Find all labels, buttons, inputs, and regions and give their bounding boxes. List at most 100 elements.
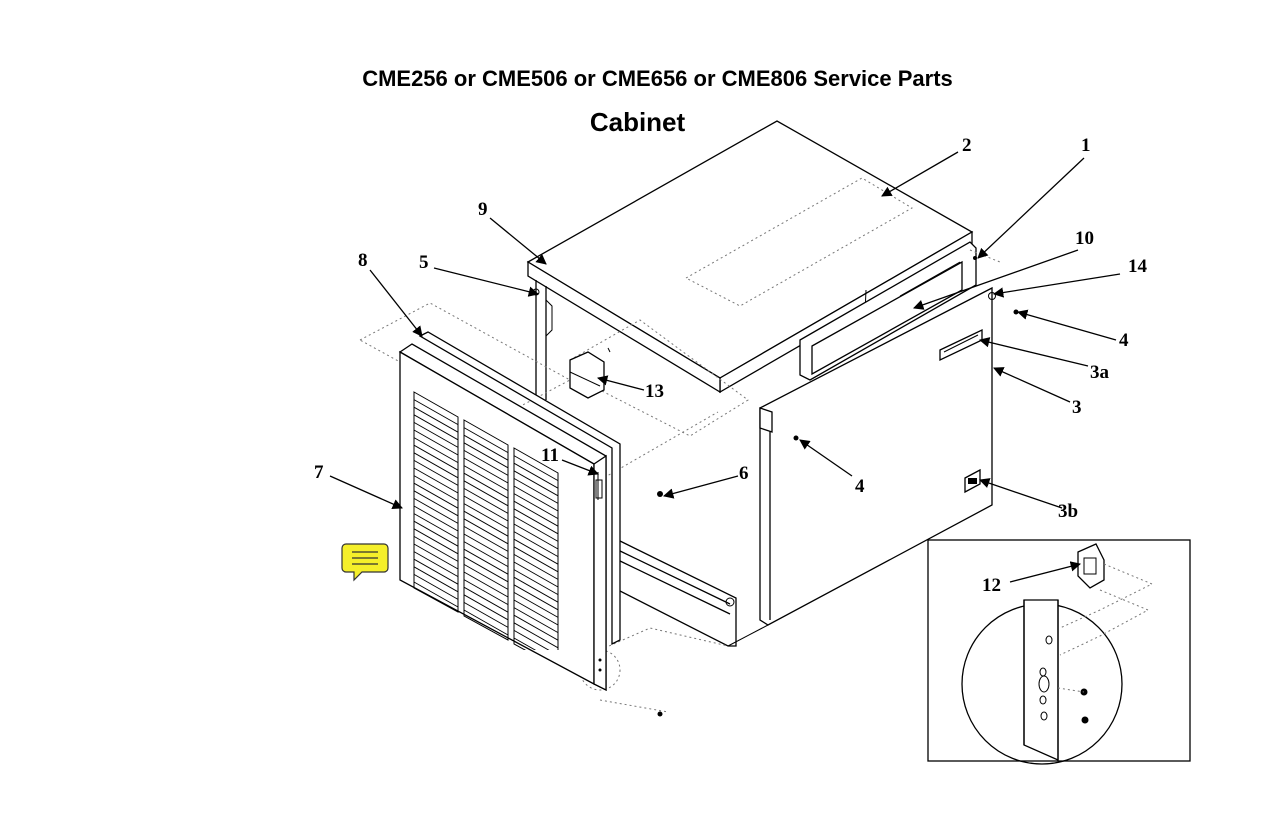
louver-slat: [463, 450, 509, 476]
callout-4-upper: 4: [1119, 330, 1129, 351]
louver-slat: [513, 470, 559, 497]
page-subtitle: Cabinet: [589, 107, 686, 137]
louver-slat: [413, 498, 459, 524]
louver-slat: [413, 528, 459, 555]
louver-slat: [513, 569, 559, 595]
louver-slat: [463, 518, 509, 545]
louver-slat: [463, 609, 509, 636]
base-rail: [617, 538, 769, 647]
louver-slat: [413, 467, 459, 494]
callout-12: 12: [982, 575, 1001, 596]
callout-3: 3: [1072, 397, 1082, 418]
louver-slat: [463, 457, 509, 484]
louver-slat: [463, 541, 509, 567]
rear-left-post: [535, 280, 553, 400]
louver-slat: [513, 485, 559, 512]
callout-4-lower: 4: [855, 476, 865, 497]
callout-8: 8: [358, 250, 368, 271]
callout-9: 9: [478, 199, 488, 220]
louver-slat: [413, 543, 459, 570]
louver-slat: [513, 599, 559, 626]
louver-slat: [463, 579, 509, 605]
louver-slat: [413, 520, 459, 547]
louver-slat: [463, 586, 509, 613]
louver-slat: [413, 482, 459, 509]
louver-slat: [463, 556, 509, 583]
callout-5: 5: [419, 252, 429, 273]
louver-slat: [413, 581, 459, 608]
louver-slat: [513, 500, 559, 527]
callout-3a: 3a: [1090, 362, 1110, 383]
louver-slat: [413, 406, 459, 433]
louver-slat: [513, 614, 559, 641]
bracket-13: [569, 347, 611, 399]
louver-slat: [413, 399, 459, 425]
louver-slat: [463, 427, 509, 453]
louver-slat: [513, 462, 559, 489]
louver-slat: [463, 564, 509, 590]
louver-slat: [513, 592, 559, 618]
louver-slat: [413, 460, 459, 486]
callout-11: 11: [541, 445, 559, 466]
louver-slat: [513, 523, 559, 550]
louver-slat: [463, 594, 509, 621]
louver-slat: [463, 472, 509, 499]
callout-10: 10: [1075, 228, 1094, 249]
louver-slat: [463, 533, 509, 560]
louver-slat: [513, 637, 537, 650]
page-title: CME256 or CME506 or CME656 or CME806 Ser…: [362, 66, 953, 91]
inset-detail: [927, 539, 1191, 765]
louver-slat: [413, 475, 459, 501]
rear-frame: [799, 241, 977, 381]
right-side-panel: [759, 286, 993, 626]
louver-slat: [463, 526, 509, 552]
louver-slat: [413, 505, 459, 532]
louver-slat: [413, 513, 459, 539]
louvers: [413, 391, 559, 650]
callout-1: 1: [1081, 135, 1091, 156]
callout-6: 6: [739, 463, 749, 484]
louver-slat: [463, 503, 509, 529]
louver-slat: [513, 584, 559, 611]
louver-slat: [513, 554, 559, 580]
louver-slat: [413, 422, 459, 448]
louver-slat: [463, 465, 509, 491]
top-panel: [526, 120, 974, 394]
louver-slat: [513, 607, 559, 633]
louver-slat: [463, 602, 509, 628]
callout-13: 13: [645, 381, 664, 402]
louver-slat: [463, 510, 509, 537]
comment-note-icon[interactable]: [341, 543, 389, 582]
louver-slat: [463, 434, 509, 461]
louver-slat: [413, 452, 459, 479]
louver-slat: [463, 442, 509, 469]
callout-2: 2: [962, 135, 972, 156]
louver-slat: [463, 480, 509, 507]
louver-slat: [513, 622, 559, 649]
louver-slat: [413, 536, 459, 562]
louver-slat: [463, 495, 509, 522]
louver-slat: [413, 490, 459, 517]
louver-slat: [413, 414, 459, 441]
louver-slat: [413, 551, 459, 577]
louver-slat: [513, 538, 559, 565]
louver-slat: [513, 455, 559, 481]
louver-slat: [513, 493, 559, 519]
louver-slat: [413, 566, 459, 593]
louver-slat: [463, 548, 509, 575]
callout-labels: 1 2 3 3a 3b 4 4 5 6 7 8 9 10 11 12 13 14: [314, 135, 1148, 596]
louver-slat: [513, 630, 550, 650]
louver-slat: [513, 531, 559, 557]
louver-slat: [513, 576, 559, 603]
louver-slat: [513, 516, 559, 542]
louver-slat: [513, 561, 559, 588]
louver-slat: [413, 574, 459, 600]
louver-slat: [513, 508, 559, 535]
callout-7: 7: [314, 462, 324, 483]
louver-slat: [413, 444, 459, 471]
front-grille-panel: [398, 343, 607, 692]
louver-slat: [413, 429, 459, 456]
panel-8: [418, 331, 621, 646]
